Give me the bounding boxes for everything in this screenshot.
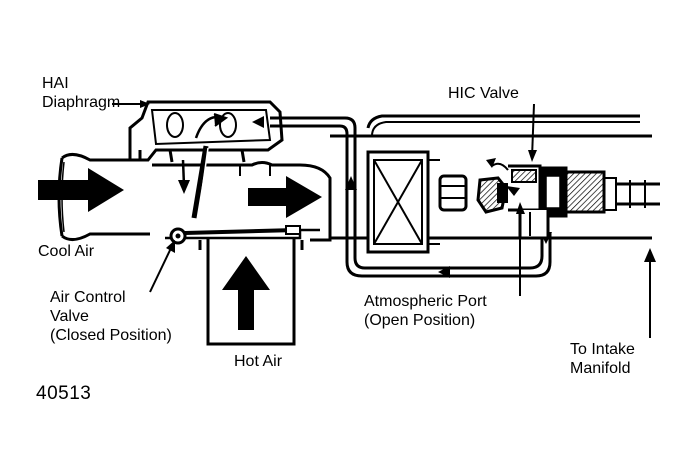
to-intake-manifold-label-line2: Manifold xyxy=(570,360,631,377)
hai-diaphragm-housing xyxy=(128,100,284,221)
hic-valve-leader xyxy=(531,103,535,159)
mixed-air-arrow xyxy=(248,176,322,218)
air-control-valve-label-line3: (Closed Position) xyxy=(50,327,172,344)
to-intake-manifold-label-line1: To Intake xyxy=(570,341,635,358)
hai-diaphragm-label-line1: HAI xyxy=(42,75,69,92)
hic-valve-label-text: HIC Valve xyxy=(448,85,519,102)
cool-air-label: Cool Air xyxy=(38,242,94,261)
hai-diaphragm-label: HAI Diaphragm xyxy=(42,74,120,112)
hot-air-label: Hot Air xyxy=(234,352,282,371)
air-cleaner-housing xyxy=(330,114,660,254)
figure-code: 40513 xyxy=(36,384,91,403)
hic-valve-label: HIC Valve xyxy=(448,84,519,103)
atmospheric-port-label: Atmospheric Port (Open Position) xyxy=(364,292,487,330)
atmospheric-port-label-line1: Atmospheric Port xyxy=(364,293,487,310)
air-control-valve-leader xyxy=(149,245,173,293)
figure-code-text: 40513 xyxy=(36,383,92,404)
atmospheric-port-label-line2: (Open Position) xyxy=(364,312,476,329)
hai-diaphragm-label-line2: Diaphragm xyxy=(42,94,121,111)
leader-lines xyxy=(112,100,656,338)
cool-air-label-text: Cool Air xyxy=(38,243,95,260)
hot-air-up-arrow xyxy=(222,256,270,330)
to-intake-manifold-label: To Intake Manifold xyxy=(570,340,635,378)
air-control-valve-label-line2: Valve xyxy=(50,308,89,325)
air-control-valve-label: Air Control Valve (Closed Position) xyxy=(50,288,172,345)
hic-valve-assembly xyxy=(438,158,606,240)
hot-air-label-text: Hot Air xyxy=(234,353,283,370)
air-control-valve-label-line1: Air Control xyxy=(50,289,126,306)
air-control-valve xyxy=(169,225,301,245)
flow-arrows xyxy=(38,168,322,330)
cool-air-inlet-arrow xyxy=(38,168,124,212)
hot-air-stove xyxy=(198,238,304,346)
